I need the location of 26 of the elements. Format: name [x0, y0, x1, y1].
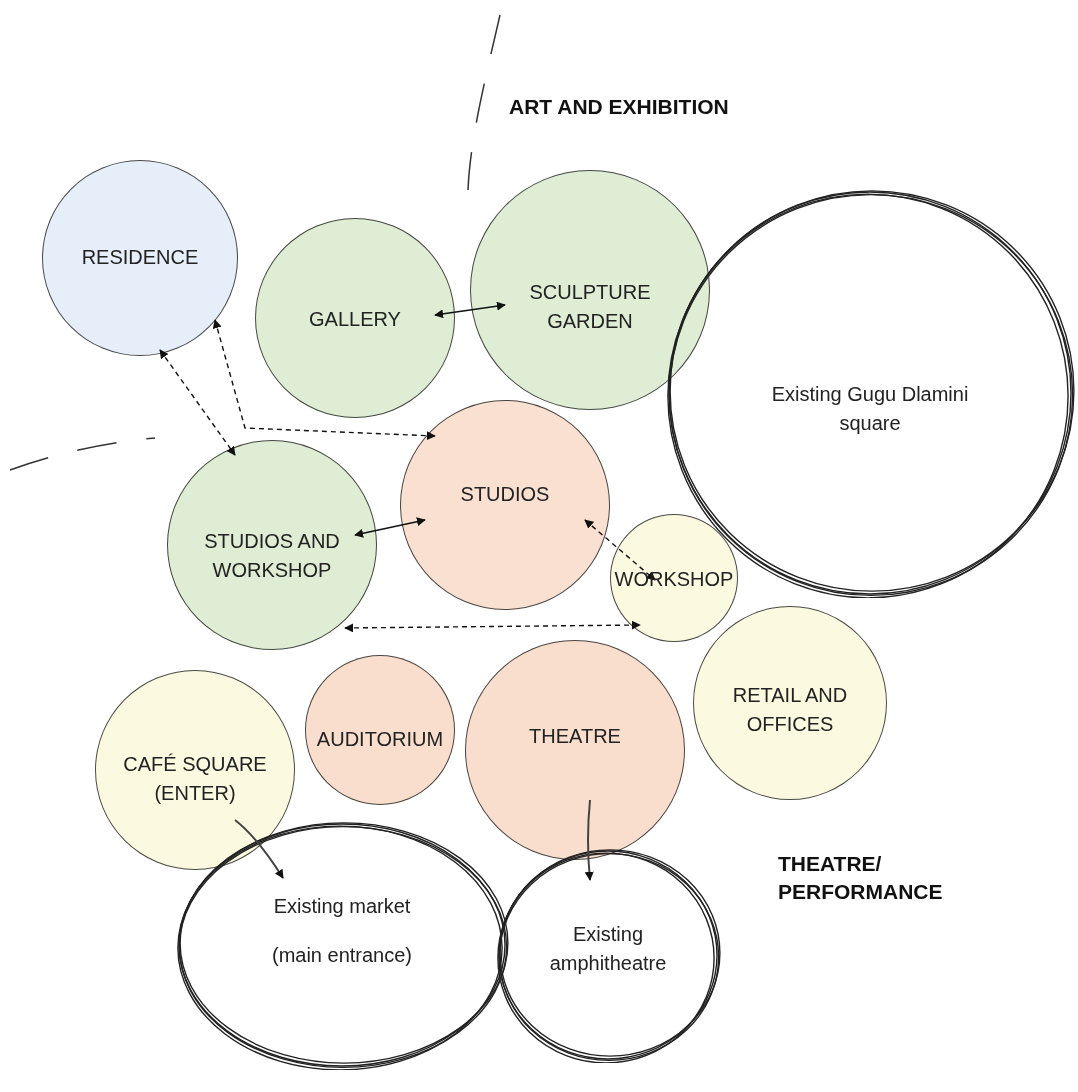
- arrow: [434, 301, 506, 319]
- bubble-label: Existing market: [273, 894, 411, 919]
- bubble-label: THEATRE: [529, 723, 621, 749]
- bubble-label: RESIDENCE: [81, 244, 199, 270]
- zone-label: ART AND EXHIBITION: [509, 94, 729, 120]
- arrow: [584, 799, 594, 881]
- zone-label: THEATRE/ PERFORMANCE: [778, 851, 944, 906]
- bubble-label: Existing Gugu Dlamini square: [770, 382, 970, 436]
- arrow: [354, 517, 426, 538]
- bubble-label: AUDITORIUM: [316, 726, 444, 752]
- arrow: [344, 620, 641, 633]
- arrow: [159, 349, 236, 456]
- arrow: [234, 819, 284, 879]
- arrow: [212, 319, 436, 441]
- sketched-bubble: [495, 847, 721, 1063]
- sketched-bubble: [175, 820, 509, 1070]
- bubble-label: SCULPTURE GARDEN: [528, 280, 652, 334]
- bubble-label: Existing amphitheatre: [548, 922, 668, 976]
- arrow: [584, 519, 656, 581]
- bubble-label: WORKSHOP: [614, 566, 734, 592]
- bubble-label: STUDIOS: [460, 481, 550, 507]
- bubble-label: RETAIL AND OFFICES: [731, 683, 849, 737]
- bubble-label: GALLERY: [309, 306, 401, 332]
- bubble-label: STUDIOS AND WORKSHOP: [203, 529, 341, 583]
- bubble-label: CAFÉ SQUARE (ENTER): [122, 752, 268, 806]
- bubble-label: (main entrance): [271, 943, 413, 968]
